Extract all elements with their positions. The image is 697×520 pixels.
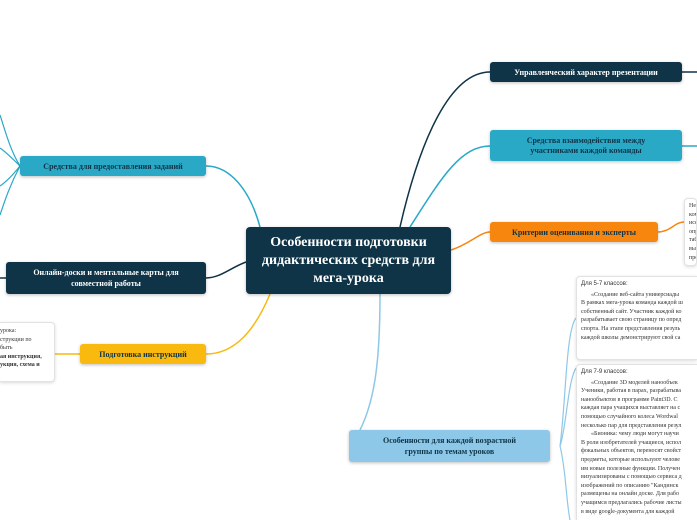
grade-7-9-line: фокальных объектов, переносят свойст	[581, 448, 682, 455]
grade-5-7-line: спорта. На этапе представления резуль	[581, 325, 681, 332]
grade-7-9-line: каждая пара учащихся выставляет на с	[581, 405, 681, 412]
grade-7-9-line: размещены на онлайн доске. Для рабо	[581, 491, 679, 498]
link-management	[399, 71, 491, 228]
branch-criteria[interactable]: Критерии оценивания и эксперты	[490, 222, 658, 242]
branch-instructions[interactable]: Подготовка инструкций	[80, 344, 206, 364]
grade-5-7-line: собственный сайт. Участник каждой ко	[581, 308, 682, 315]
instructions-note-line: ая инструкция,	[0, 353, 42, 360]
grade-5-7-heading: Для 5-7 классов:	[581, 281, 628, 287]
instructions-note-line: укция, схема и	[0, 362, 40, 369]
criteria-note-line: Не	[689, 203, 696, 209]
grade-7-9-line: помощью случайного колеса Wordwal	[581, 413, 678, 420]
branch-management[interactable]: Управленческий характер презентации	[490, 62, 682, 82]
link-grade-5-7	[559, 317, 577, 447]
grade-7-9-line: В роли изобретателей учащиеся, испол	[581, 439, 681, 446]
branch-boards[interactable]: Онлайн-доски и ментальные карты для совм…	[6, 262, 206, 294]
link-instructions	[205, 293, 271, 355]
criteria-note-line: исс	[689, 220, 697, 227]
grade-5-7-line: «Создание веб-сайта универсиады	[591, 291, 680, 298]
criteria-note-line: опр	[689, 228, 696, 235]
fan-tasks-1	[0, 114, 21, 167]
branch-management-label: Управленческий характер презентации	[514, 67, 658, 77]
link-grade-7-9	[559, 367, 577, 447]
link-interaction	[409, 145, 491, 228]
grade-7-9-line: Ученики, работая в парах, разрабатыва	[581, 388, 681, 395]
instructions-note: урока: струкции по быть ая инструкция, у…	[0, 322, 55, 382]
criteria-note-line: ком	[689, 211, 696, 218]
grade-7-9-line: «Бионика: чему люди могут научи	[591, 431, 679, 438]
grade-7-9-line: несколько пар для представления резул	[581, 422, 682, 429]
grade-7-9-heading: Для 7-9 классов:	[581, 369, 628, 375]
criteria-note-line: выс	[689, 245, 696, 252]
grade-5-7-line: В рамках мега-урока команда каждой ш	[581, 300, 683, 307]
grade-7-9-note: Для 7-9 классов: «Создание 3D моделей на…	[576, 364, 697, 520]
grade-7-9-line: в виде google-документа для каждой	[581, 508, 675, 515]
branch-interaction[interactable]: Средства взаимодействия между участникам…	[490, 130, 682, 161]
branch-tasks[interactable]: Средства для предоставления заданий	[20, 156, 206, 176]
instructions-note-line: струкции по	[0, 336, 32, 343]
grade-7-9-line: нанообъектов в программе Paint3D. С	[581, 396, 678, 403]
branch-age-groups[interactable]: Особенности для каждой возрастной группы…	[349, 430, 550, 462]
instructions-note-line: урока:	[0, 328, 17, 334]
branch-interaction-label: Средства взаимодействия между участникам…	[526, 135, 646, 155]
fan-tasks-2	[0, 147, 21, 167]
grade-7-9-line: визуализированы с помощью сервиса д	[581, 474, 682, 481]
fan-tasks-4	[0, 165, 21, 216]
link-tasks	[205, 165, 261, 228]
grade-7-9-line: «Создание 3D моделей нанообъек	[591, 379, 678, 386]
branch-age-groups-label: Особенности для каждой возрастной группы…	[383, 436, 516, 456]
instructions-note-line: быть	[0, 345, 13, 352]
grade-7-9-line: предметы, которые используют челове	[581, 456, 680, 463]
link-age-groups	[359, 293, 381, 431]
central-topic-label: Особенности подготовки дидактических сре…	[261, 234, 436, 286]
branch-tasks-label: Средства для предоставления заданий	[43, 161, 183, 171]
grade-7-9-line: им новые полезные функции. Получен	[581, 465, 681, 472]
grade-5-7-note: Для 5-7 классов: «Создание веб-сайта уни…	[576, 276, 697, 360]
grade-5-7-line: каждой школы демонстрируют свой са	[581, 334, 681, 341]
criteria-note-line: таб	[689, 237, 697, 244]
link-criteria	[450, 231, 491, 251]
grade-5-7-line: разрабатывает свою страницу по опред	[581, 317, 682, 324]
stub-criteria	[657, 221, 685, 233]
link-boards	[205, 261, 247, 279]
branch-criteria-label: Критерии оценивания и эксперты	[512, 227, 636, 237]
fan-tasks-3	[0, 165, 21, 187]
grade-7-9-line: изображений по описанию "Кандинск	[581, 482, 679, 489]
criteria-note: Не ком исс опр таб выс про	[684, 198, 697, 266]
branch-instructions-label: Подготовка инструкций	[99, 349, 187, 359]
grade-7-9-line: учащимся предлагались рабочие листы	[581, 499, 682, 506]
central-topic[interactable]: Особенности подготовки дидактических сре…	[246, 227, 451, 294]
criteria-note-line: про	[689, 254, 696, 261]
link-grade-more	[559, 445, 571, 520]
branch-boards-label: Онлайн-доски и ментальные карты для совм…	[33, 268, 179, 288]
